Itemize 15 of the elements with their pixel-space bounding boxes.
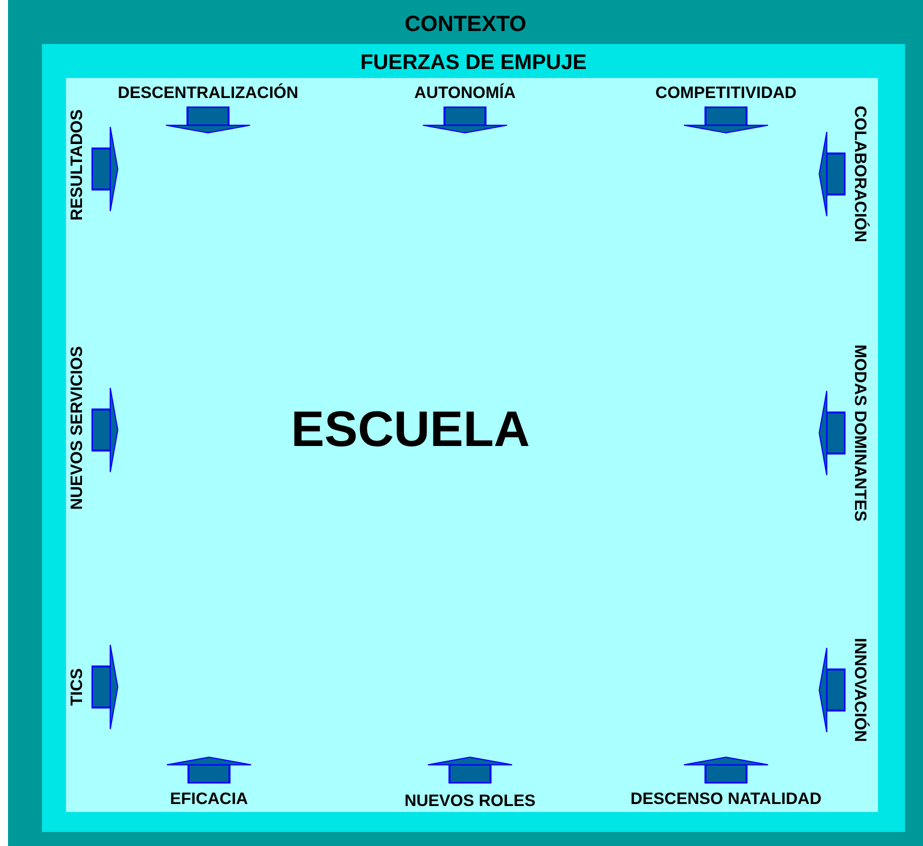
force-label: EFICACIA [170, 790, 248, 808]
force-label: TICS [68, 668, 86, 706]
force-label: NUEVOS ROLES [404, 792, 536, 810]
force-label: DESCENTRALIZACIÓN [118, 84, 298, 102]
band-title: CONTEXTO [404, 11, 528, 37]
force-label: AUTONOMÍA [414, 84, 516, 102]
force-label: MODAS DOMINANTES [850, 344, 870, 522]
school-title: ESCUELA [291, 400, 530, 458]
force-label: RESULTADOS [68, 109, 86, 221]
force-label: NUEVOS SERVICIOS [68, 346, 86, 510]
force-label: COLABORACIÓN [850, 106, 870, 242]
force-label: INNOVACIÓN [850, 638, 870, 742]
band-title: FUERZAS DE EMPUJE [359, 51, 588, 75]
force-label: DESCENSO NATALIDAD [630, 790, 822, 808]
force-label: COMPETITIVIDAD [655, 84, 797, 102]
